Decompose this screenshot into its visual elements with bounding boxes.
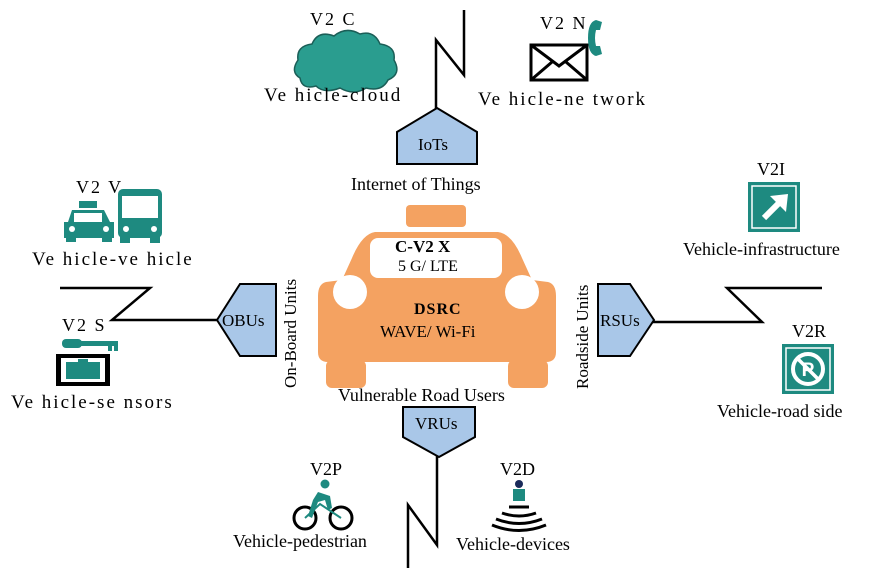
v2d-code: V2D bbox=[500, 459, 535, 479]
taxi-bus-icon bbox=[64, 189, 162, 243]
iot-caption: Internet of Things bbox=[351, 174, 481, 194]
v2i-label: Vehicle-infrastructure bbox=[683, 239, 840, 259]
key-suitcase-icon bbox=[56, 339, 118, 386]
v2n-code: V2 N bbox=[540, 13, 588, 33]
car-headlight-right bbox=[505, 275, 539, 309]
v2s-code: V2 S bbox=[62, 315, 107, 335]
car-wave-label: WAVE/ Wi-Fi bbox=[380, 322, 476, 341]
car-window bbox=[370, 238, 502, 278]
car-cv2x-label: C-V2 X bbox=[395, 237, 451, 256]
right-link-line bbox=[650, 286, 822, 324]
v2d-label: Vehicle-devices bbox=[456, 534, 570, 554]
arrow-sign-icon bbox=[748, 182, 800, 232]
envelope-phone-icon bbox=[529, 20, 602, 82]
iot-abbr: IoTs bbox=[418, 135, 448, 154]
v2c-label: Ve hicle-cloud bbox=[264, 85, 403, 106]
cloud-icon bbox=[293, 29, 398, 93]
v2s-label: Ve hicle-se nsors bbox=[11, 392, 174, 413]
vru-caption: Vulnerable Road Users bbox=[338, 385, 505, 405]
rsu-abbr: RSUs bbox=[600, 311, 640, 330]
car-headlight-left bbox=[333, 275, 367, 309]
v2v-label: Ve hicle-ve hicle bbox=[32, 249, 194, 270]
v2v-code: V2 V bbox=[76, 177, 124, 197]
v2p-code: V2P bbox=[310, 459, 343, 479]
wireless-user-icon bbox=[491, 480, 547, 532]
iot-unit-shape bbox=[396, 106, 478, 165]
v2r-label: Vehicle-road side bbox=[717, 401, 843, 421]
bottom-link-line bbox=[406, 455, 439, 568]
no-parking-sign-icon: P bbox=[782, 344, 834, 394]
cyclist-icon bbox=[292, 479, 354, 531]
vru-abbr: VRUs bbox=[415, 414, 458, 433]
top-link-line bbox=[434, 10, 466, 110]
v2n-label: Ve hicle-ne twork bbox=[478, 89, 648, 110]
v2i-code: V2I bbox=[757, 159, 785, 179]
rsu-unit-shape bbox=[597, 283, 656, 357]
v2c-code: V2 C bbox=[310, 9, 357, 29]
obu-caption: On-Board Units bbox=[281, 278, 300, 388]
car-lte-label: 5 G/ LTE bbox=[398, 258, 458, 275]
left-link-line bbox=[60, 286, 220, 322]
car-dsrc-label: DSRC bbox=[414, 301, 462, 318]
v2p-label: Vehicle-pedestrian bbox=[233, 531, 367, 551]
obu-abbr: OBUs bbox=[222, 311, 265, 330]
vru-unit-shape bbox=[402, 406, 476, 459]
obu-unit-shape bbox=[215, 283, 277, 357]
rsu-caption: Roadside Units bbox=[573, 284, 592, 389]
v2r-code: V2R bbox=[792, 321, 827, 341]
